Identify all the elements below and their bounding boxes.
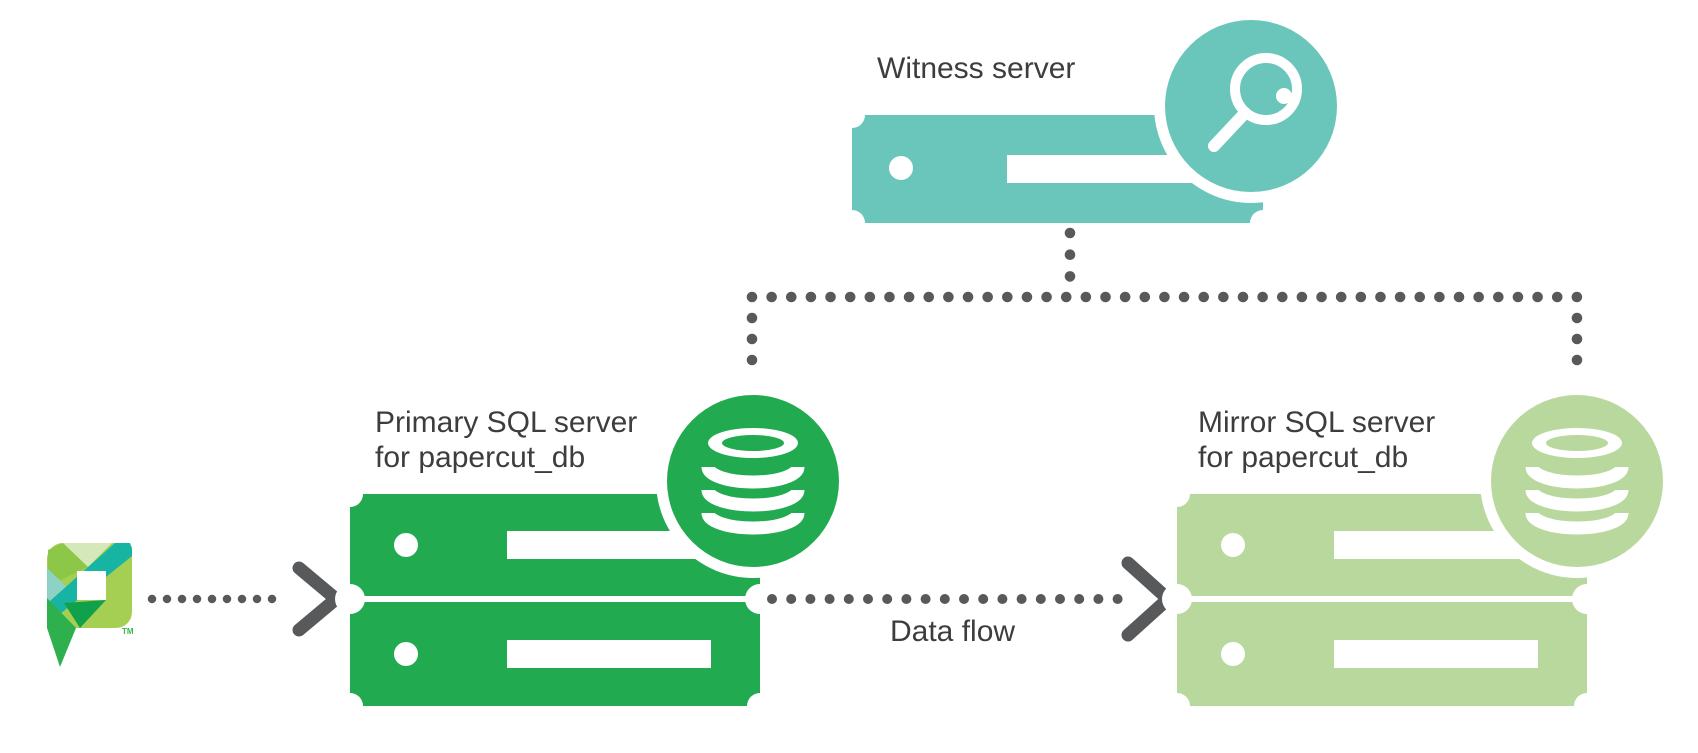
rack-led (889, 156, 913, 180)
seam-notch (335, 584, 365, 614)
rack-led (394, 533, 418, 557)
logo-center-square (77, 571, 106, 600)
rack-led (1221, 642, 1245, 666)
corner-notch (1164, 481, 1190, 507)
rack-slot (1334, 640, 1538, 668)
primary-server-label-line1: Primary SQL server (375, 406, 637, 439)
mirror-server-label-line1: Mirror SQL server (1198, 406, 1435, 439)
mirror-server (1162, 384, 1674, 719)
primary-server (335, 384, 850, 719)
logo-wedge-dark-green (64, 600, 106, 628)
magnifier-icon (1208, 53, 1302, 152)
seam-notch (1162, 584, 1192, 614)
corner-notch (1164, 693, 1190, 719)
primary-database-badge (656, 384, 850, 578)
magnifier-glint (1276, 88, 1292, 104)
badge-circle (1165, 20, 1337, 192)
logo-wedge-top-left (48, 543, 92, 586)
db-band (1525, 488, 1629, 512)
arrow-chevron-icon (292, 561, 343, 637)
corner-notch (1250, 210, 1276, 236)
db-top-inner (1546, 435, 1608, 451)
rack-led (394, 642, 418, 666)
witness-connectors (746, 227, 1583, 387)
logo-tail (47, 598, 76, 667)
rack-slot (507, 640, 711, 668)
corner-notch (747, 693, 773, 719)
logo-trademark: TM (122, 627, 134, 636)
corner-notch (1574, 693, 1600, 719)
witness-server-label: Witness server (877, 52, 1075, 85)
corner-notch (839, 210, 865, 236)
corner-notch (337, 693, 363, 719)
primary-server-label-line2: for papercut_db (375, 441, 585, 474)
db-band (701, 465, 805, 489)
magnifier-lens (1230, 53, 1302, 125)
magnifier-badge (1154, 9, 1348, 203)
rack-led (1221, 533, 1245, 557)
db-band (701, 488, 805, 512)
corner-notch (839, 102, 865, 128)
seam-notch (745, 584, 775, 614)
magnifier-handle (1208, 107, 1251, 152)
input-arrow (147, 561, 343, 637)
corner-notch (337, 481, 363, 507)
db-band (701, 511, 805, 535)
db-band (1525, 465, 1629, 489)
data-flow-label: Data flow (890, 615, 1015, 648)
mirror-database-badge (1480, 384, 1674, 578)
seam-notch (1572, 584, 1602, 614)
db-band (1525, 511, 1629, 535)
database-icon (701, 428, 805, 535)
database-icon (1525, 428, 1629, 535)
logo-wedge-pale (63, 543, 112, 567)
logo-wedge-light-teal (47, 568, 71, 607)
mirror-server-label-line2: for papercut_db (1198, 441, 1408, 474)
db-top-inner (722, 435, 784, 451)
papercut-logo-icon: TM (47, 543, 134, 667)
witness-server (839, 9, 1348, 236)
